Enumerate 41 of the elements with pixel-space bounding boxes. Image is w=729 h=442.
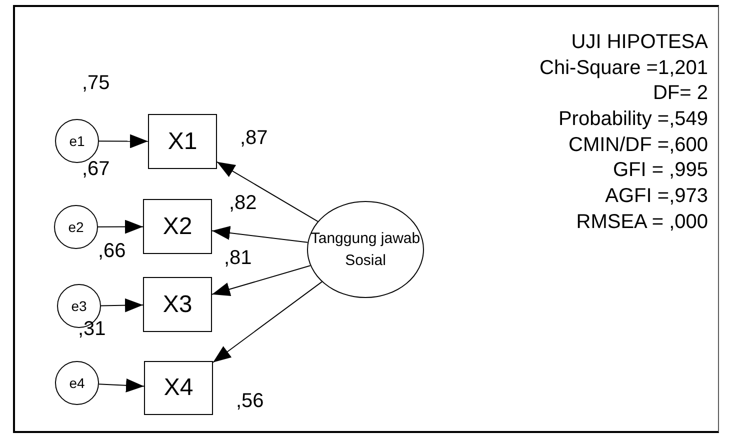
node-label: Tanggung jawab Sosial (310, 228, 420, 270)
estimate-value: ,81 (224, 247, 252, 270)
path-arrow (216, 161, 318, 222)
fit-statistic: Chi-Square =1,201 (540, 57, 708, 80)
node-label: X2 (162, 212, 192, 240)
observed-variable-box (143, 199, 212, 254)
observed-variable-box (148, 114, 217, 169)
error-term-circle (54, 205, 98, 249)
path-arrow (98, 378, 144, 392)
node-label: X3 (162, 290, 192, 318)
fit-statistic: CMIN/DF =,600 (568, 134, 708, 157)
error-term-circle (55, 361, 99, 405)
node-label: e4 (69, 375, 85, 391)
path-arrow (212, 265, 311, 296)
estimate-value: ,66 (98, 240, 126, 263)
fit-statistic: Probability =,549 (558, 108, 708, 131)
error-term-circle (55, 119, 99, 163)
node-label: X1 (168, 128, 198, 156)
node-label: e2 (68, 219, 84, 235)
fit-statistic: DF= 2 (652, 82, 708, 105)
path-arrow (100, 298, 144, 312)
node-label: e3 (71, 298, 87, 314)
estimate-value: ,82 (229, 192, 257, 215)
estimate-value: ,87 (240, 127, 268, 150)
estimate-value: ,75 (82, 72, 110, 95)
path-arrow (212, 226, 308, 243)
node-label: e1 (69, 133, 85, 149)
estimate-value: ,56 (236, 390, 264, 413)
fit-statistic: RMSEA = ,000 (576, 211, 708, 234)
observed-variable-box (144, 361, 213, 415)
observed-variable-box (143, 277, 212, 332)
node-label: X4 (164, 374, 194, 402)
latent-variable-ellipse (307, 201, 424, 298)
estimate-value: ,67 (82, 158, 110, 181)
estimate-value: ,31 (78, 318, 106, 341)
path-arrow (212, 281, 322, 363)
statistics-heading: UJI HIPOTESA (571, 31, 708, 54)
path-arrow (98, 134, 148, 148)
path-arrow (98, 220, 144, 234)
fit-statistic: GFI = ,995 (612, 159, 708, 182)
fit-statistic: AGFI =,973 (605, 185, 708, 208)
